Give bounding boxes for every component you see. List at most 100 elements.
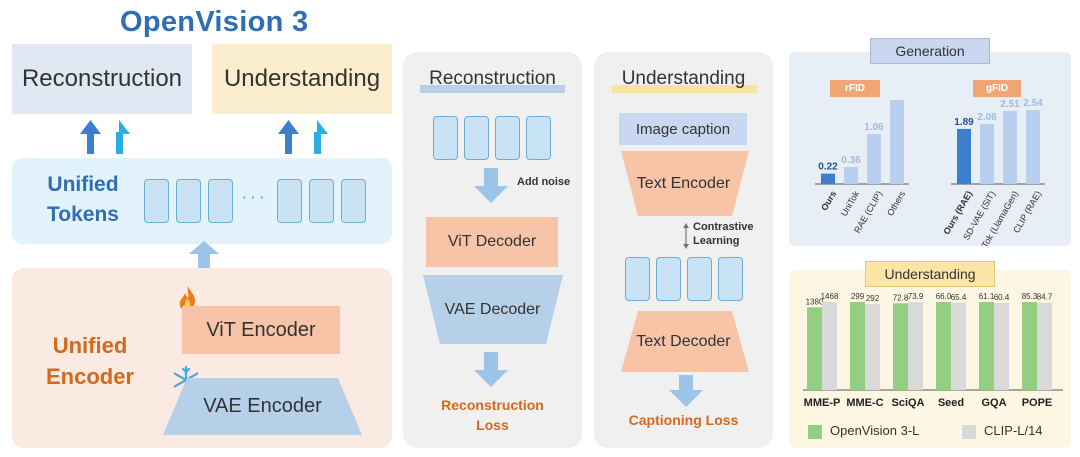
chart-bar	[865, 304, 880, 390]
understanding-chart-title: Understanding	[865, 261, 995, 287]
reconstruction-loss-label: Reconstruction Loss	[441, 397, 544, 433]
chart-bar	[821, 173, 835, 184]
chart-value-label: 2.06	[977, 112, 997, 123]
chart-bar	[908, 302, 923, 390]
chart-value-label: 65.4	[951, 293, 967, 302]
chart-value-label: 72.8	[893, 293, 909, 302]
token-square	[526, 116, 551, 160]
vae-decoder-shape	[423, 275, 563, 344]
reconstruction-panel-title: Reconstruction	[429, 68, 556, 89]
chart-value-label: 73.9	[908, 292, 924, 301]
chart-tick-label: Seed	[938, 397, 964, 409]
chart-bar	[893, 303, 908, 390]
chart-bar	[980, 123, 994, 184]
chart-bar	[844, 167, 858, 184]
chart-bar	[807, 307, 822, 390]
token-square	[208, 179, 233, 223]
token-square	[464, 116, 489, 160]
chart-tick-label: MME-P	[804, 397, 841, 409]
vae-decoder-label: VAE Decoder	[444, 300, 541, 318]
chart-tick-label: GQA	[981, 397, 1006, 409]
arrow-down-icon	[669, 375, 703, 407]
chart-value-label: 1468	[821, 292, 839, 301]
vit-decoder-box: ViT Decoder	[426, 217, 558, 267]
chart-value-label: 299	[851, 292, 865, 301]
token-square	[144, 179, 169, 223]
token-square	[656, 257, 681, 301]
text-encoder-shape	[621, 151, 749, 216]
chart-value-label: 0.36	[841, 155, 861, 166]
chart-tick-label: Others	[885, 189, 907, 218]
chart-value-label: 66.0	[936, 292, 952, 301]
captioning-loss-label: Captioning Loss	[628, 412, 739, 428]
chart-tick-label: POPE	[1022, 397, 1053, 409]
chart-tick-label: Ours	[819, 189, 838, 212]
chart-bar	[1003, 110, 1017, 184]
image-caption-box: Image caption	[619, 113, 747, 145]
unified-tokens-label: Unified Tokens	[47, 173, 119, 226]
chart-tick-label: SciQA	[891, 397, 924, 409]
token-square	[277, 179, 302, 223]
chart-bar	[1026, 110, 1040, 184]
chart-value-label: 1380	[806, 297, 824, 306]
contrastive-learning-label: Contrastive Learning	[693, 221, 754, 247]
arrow-down-icon	[474, 168, 508, 203]
vae-encoder-shape	[163, 378, 362, 435]
chart-value-label: 1.89	[954, 117, 974, 128]
title-underline	[612, 85, 757, 93]
chart-value-label: 0.22	[818, 162, 838, 173]
legend-swatch-openvision	[808, 425, 822, 439]
arrow-up-icon	[189, 241, 219, 268]
token-square	[341, 179, 366, 223]
chart-bar	[850, 302, 865, 390]
add-noise-label: Add noise	[517, 176, 571, 188]
chart-value-label: 84.7	[1037, 293, 1053, 302]
chart-value-label: 85.3	[1022, 292, 1038, 301]
token-square	[687, 257, 712, 301]
left-arrows	[80, 120, 328, 154]
chart-bar	[994, 303, 1009, 390]
text-decoder-label: Text Decoder	[636, 332, 731, 350]
arrow-up-icon	[314, 120, 328, 154]
generation-title: Generation	[870, 38, 990, 64]
chart-bar	[1037, 302, 1052, 390]
token-square	[309, 179, 334, 223]
understanding-panel-title: Understanding	[621, 68, 746, 89]
token-square	[433, 116, 458, 160]
gfid-tag: gFID	[973, 80, 1021, 97]
chart-bar	[867, 134, 881, 184]
arrow-up-icon	[278, 120, 299, 154]
chart-bar	[957, 128, 971, 184]
arrow-up-icon	[116, 120, 130, 154]
chart-bar	[890, 100, 904, 184]
chart-value-label: 2.51	[1000, 99, 1020, 110]
chart-bar	[936, 302, 951, 390]
token-square	[718, 257, 743, 301]
reconstruction-box: Reconstruction	[12, 44, 192, 114]
arrow-up-icon	[80, 120, 101, 154]
chart-value-label: 2.54	[1023, 98, 1043, 109]
text-decoder-shape	[621, 311, 749, 372]
chart-tick-label: UniTok	[839, 189, 862, 218]
page-title: OpenVision 3	[120, 6, 309, 38]
vit-encoder-box: ViT Encoder	[182, 306, 340, 354]
chart-value-label: 1.06	[864, 122, 884, 133]
understanding-box: Understanding	[212, 44, 392, 114]
chart-legend: OpenVision 3-L CLIP-L/14	[806, 422, 1066, 442]
rfid-tag: rFID	[830, 80, 880, 97]
double-arrow-icon	[683, 223, 689, 249]
token-square	[176, 179, 201, 223]
token-square	[495, 116, 520, 160]
unified-encoder-label: Unified Encoder	[45, 333, 135, 389]
chart-value-label: 292	[866, 294, 880, 303]
ellipsis: ···	[241, 186, 267, 208]
legend-label-clip: CLIP-L/14	[984, 423, 1043, 438]
text-encoder-label: Text Encoder	[636, 174, 731, 192]
chart-bar	[1022, 302, 1037, 390]
title-underline	[420, 85, 565, 93]
arrow-down-icon	[474, 352, 508, 387]
vae-encoder-label: VAE Encoder	[203, 395, 322, 417]
legend-swatch-clip	[962, 425, 976, 439]
